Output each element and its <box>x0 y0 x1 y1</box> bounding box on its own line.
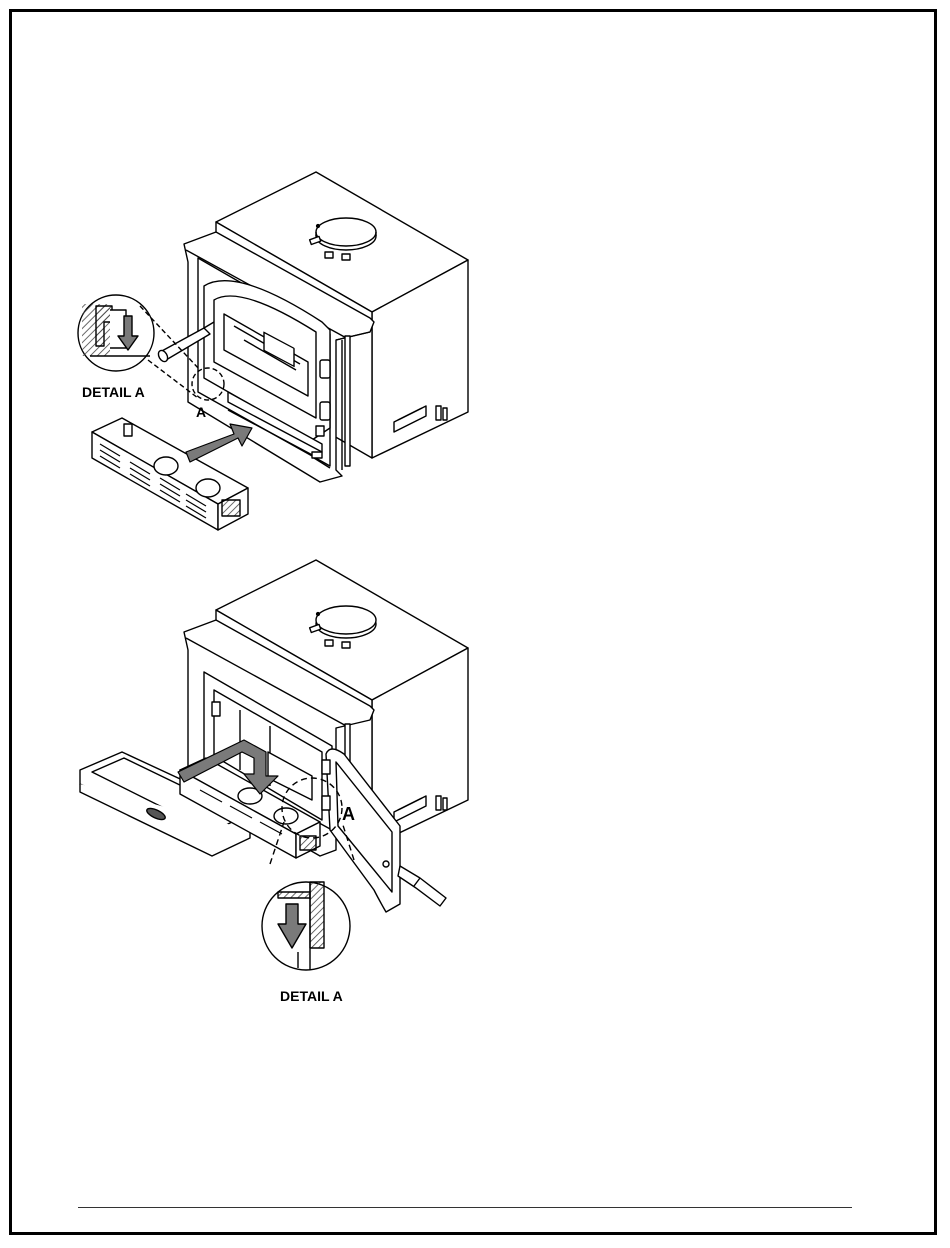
bottom-figure <box>80 560 468 970</box>
blower-unit-top <box>92 418 248 530</box>
callout-a-top: A <box>196 404 206 420</box>
detail-a-label-top: DETAIL A <box>82 384 145 400</box>
top-figure <box>78 172 468 530</box>
footer-rule <box>78 1207 852 1208</box>
callout-a-bottom: A <box>342 804 355 824</box>
detail-a-label-bottom: DETAIL A <box>280 988 343 1004</box>
insert-arrow-top <box>186 424 252 462</box>
